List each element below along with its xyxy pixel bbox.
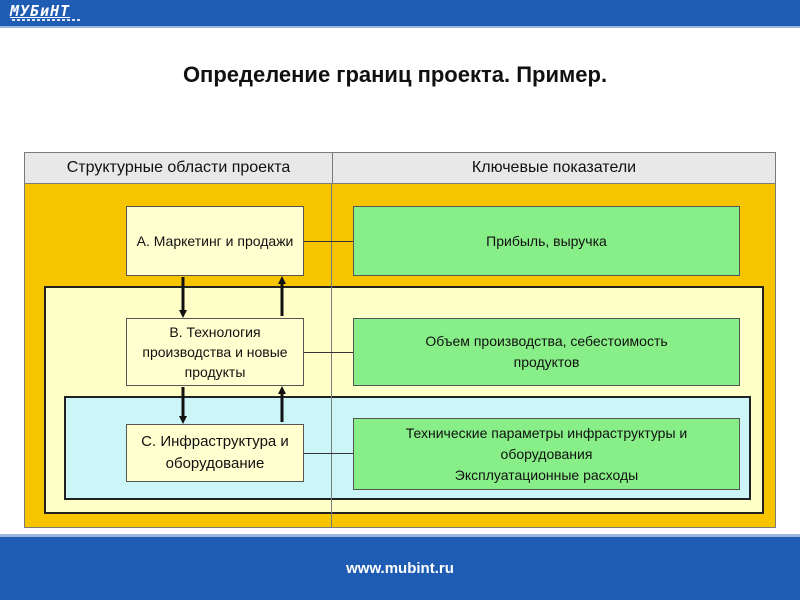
kpi-line: Объем производства, себестоимость: [425, 333, 668, 349]
page-title: Определение границ проекта. Пример.: [182, 62, 608, 87]
kpi-line: оборудования: [500, 445, 593, 462]
kpi-line: Эксплуатационные расходы: [454, 466, 639, 483]
kpi-line: Прибыль, выручка: [486, 232, 607, 249]
top-bar: МУБиНТ: [0, 0, 800, 28]
logo: МУБиНТ: [10, 2, 71, 20]
kpi-line: Технические параметры инфраструктуры и: [405, 424, 688, 441]
area-infrastructure: С. Инфраструктура и оборудование: [126, 424, 304, 482]
header-structural-areas: Структурные области проекта: [25, 153, 333, 183]
header-key-indicators: Ключевые показатели: [471, 159, 637, 176]
column-divider: [331, 184, 332, 528]
connector-a: [304, 241, 353, 242]
connector-c: [304, 453, 353, 454]
kpi-marketing: Прибыль, выручка: [353, 206, 740, 276]
kpi-infrastructure: Технические параметры инфраструктуры и о…: [353, 418, 740, 490]
table-header: Структурные области проекта Ключевые пок…: [24, 152, 776, 184]
kpi-line: продуктов: [513, 354, 580, 370]
footer-bar: www.mubint.ru: [0, 534, 800, 600]
logo-underline: [12, 19, 82, 21]
kpi-technology: Объем производства, себестоимость продук…: [353, 318, 740, 386]
area-marketing: А. Маркетинг и продажи: [126, 206, 304, 276]
footer-url-link[interactable]: www.mubint.ru: [346, 560, 454, 577]
area-technology: В. Технология производства и новые проду…: [126, 318, 304, 386]
connector-b: [304, 352, 353, 353]
